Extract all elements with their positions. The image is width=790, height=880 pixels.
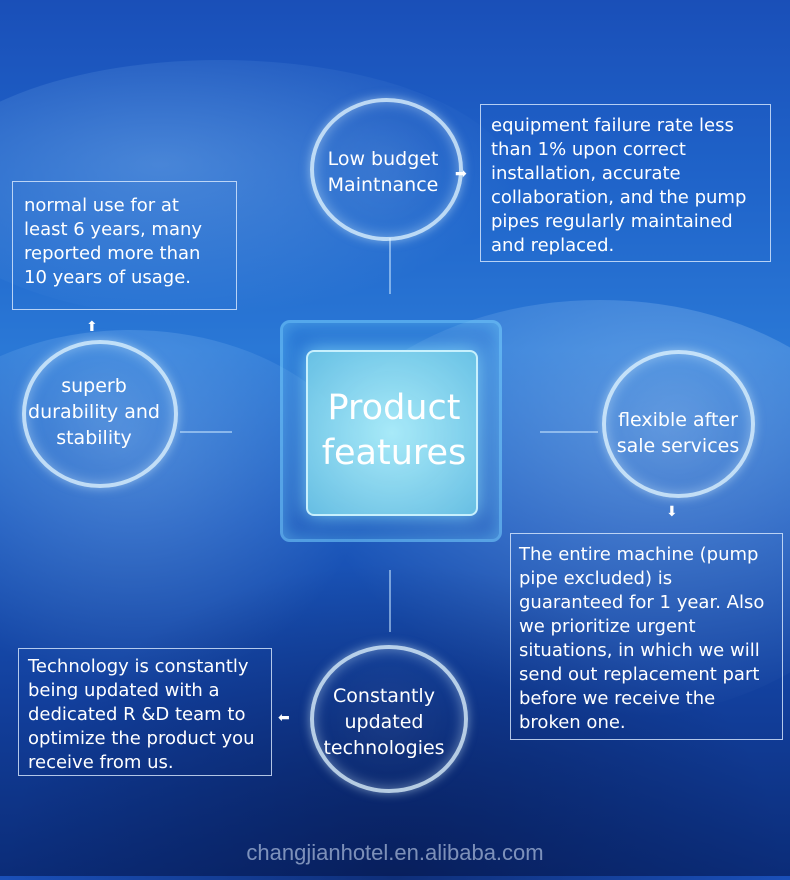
- feature-after-sale: flexible after sale services: [616, 409, 740, 457]
- connector-bottom: [389, 570, 391, 632]
- water-bubble-right: [602, 350, 755, 498]
- connector-top: [389, 238, 391, 294]
- arrow-right-icon: ➡: [455, 166, 467, 182]
- arrow-up-icon: ⬆: [86, 319, 98, 335]
- connector-right: [540, 431, 598, 433]
- feature-low-budget: Low budget Maintnance: [327, 148, 439, 196]
- detail-low-budget: equipment failure rate less than 1% upon…: [480, 104, 771, 262]
- watermark: changjianhotel.en.alibaba.com: [246, 840, 544, 865]
- water-bubble-top: [310, 98, 463, 241]
- arrow-down-icon: ⬇: [666, 504, 678, 520]
- detail-after-sale: The entire machine (pump pipe excluded) …: [510, 533, 783, 740]
- water-bubble-bottom: [310, 645, 468, 793]
- feature-durability: superb durability and stability: [28, 375, 160, 449]
- center-frame: [280, 320, 502, 542]
- center-title: Product features: [321, 388, 467, 473]
- detail-technology: Technology is constantly being updated w…: [18, 648, 272, 776]
- detail-durability: normal use for at least 6 years, many re…: [12, 181, 237, 310]
- connector-left: [180, 431, 232, 433]
- water-bubble-left: [22, 340, 178, 488]
- arrow-left-icon: ⬅: [278, 710, 290, 726]
- feature-technology: Constantly updated technologies: [323, 685, 445, 759]
- center-box: [306, 350, 478, 516]
